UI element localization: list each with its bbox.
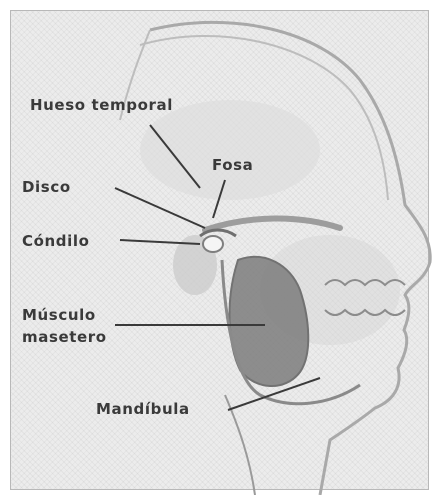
label-condilo: Cóndilo xyxy=(22,232,90,250)
temporal-region xyxy=(140,100,320,200)
label-hueso-temporal: Hueso temporal xyxy=(30,96,173,114)
label-musculo-line1: Músculo xyxy=(22,306,96,324)
condyle-shape xyxy=(203,236,223,252)
label-musculo-line2: masetero xyxy=(22,328,107,346)
label-mandibula: Mandíbula xyxy=(96,400,190,418)
label-disco: Disco xyxy=(22,178,71,196)
label-fosa: Fosa xyxy=(212,156,253,174)
zygomatic-arch xyxy=(205,218,340,230)
